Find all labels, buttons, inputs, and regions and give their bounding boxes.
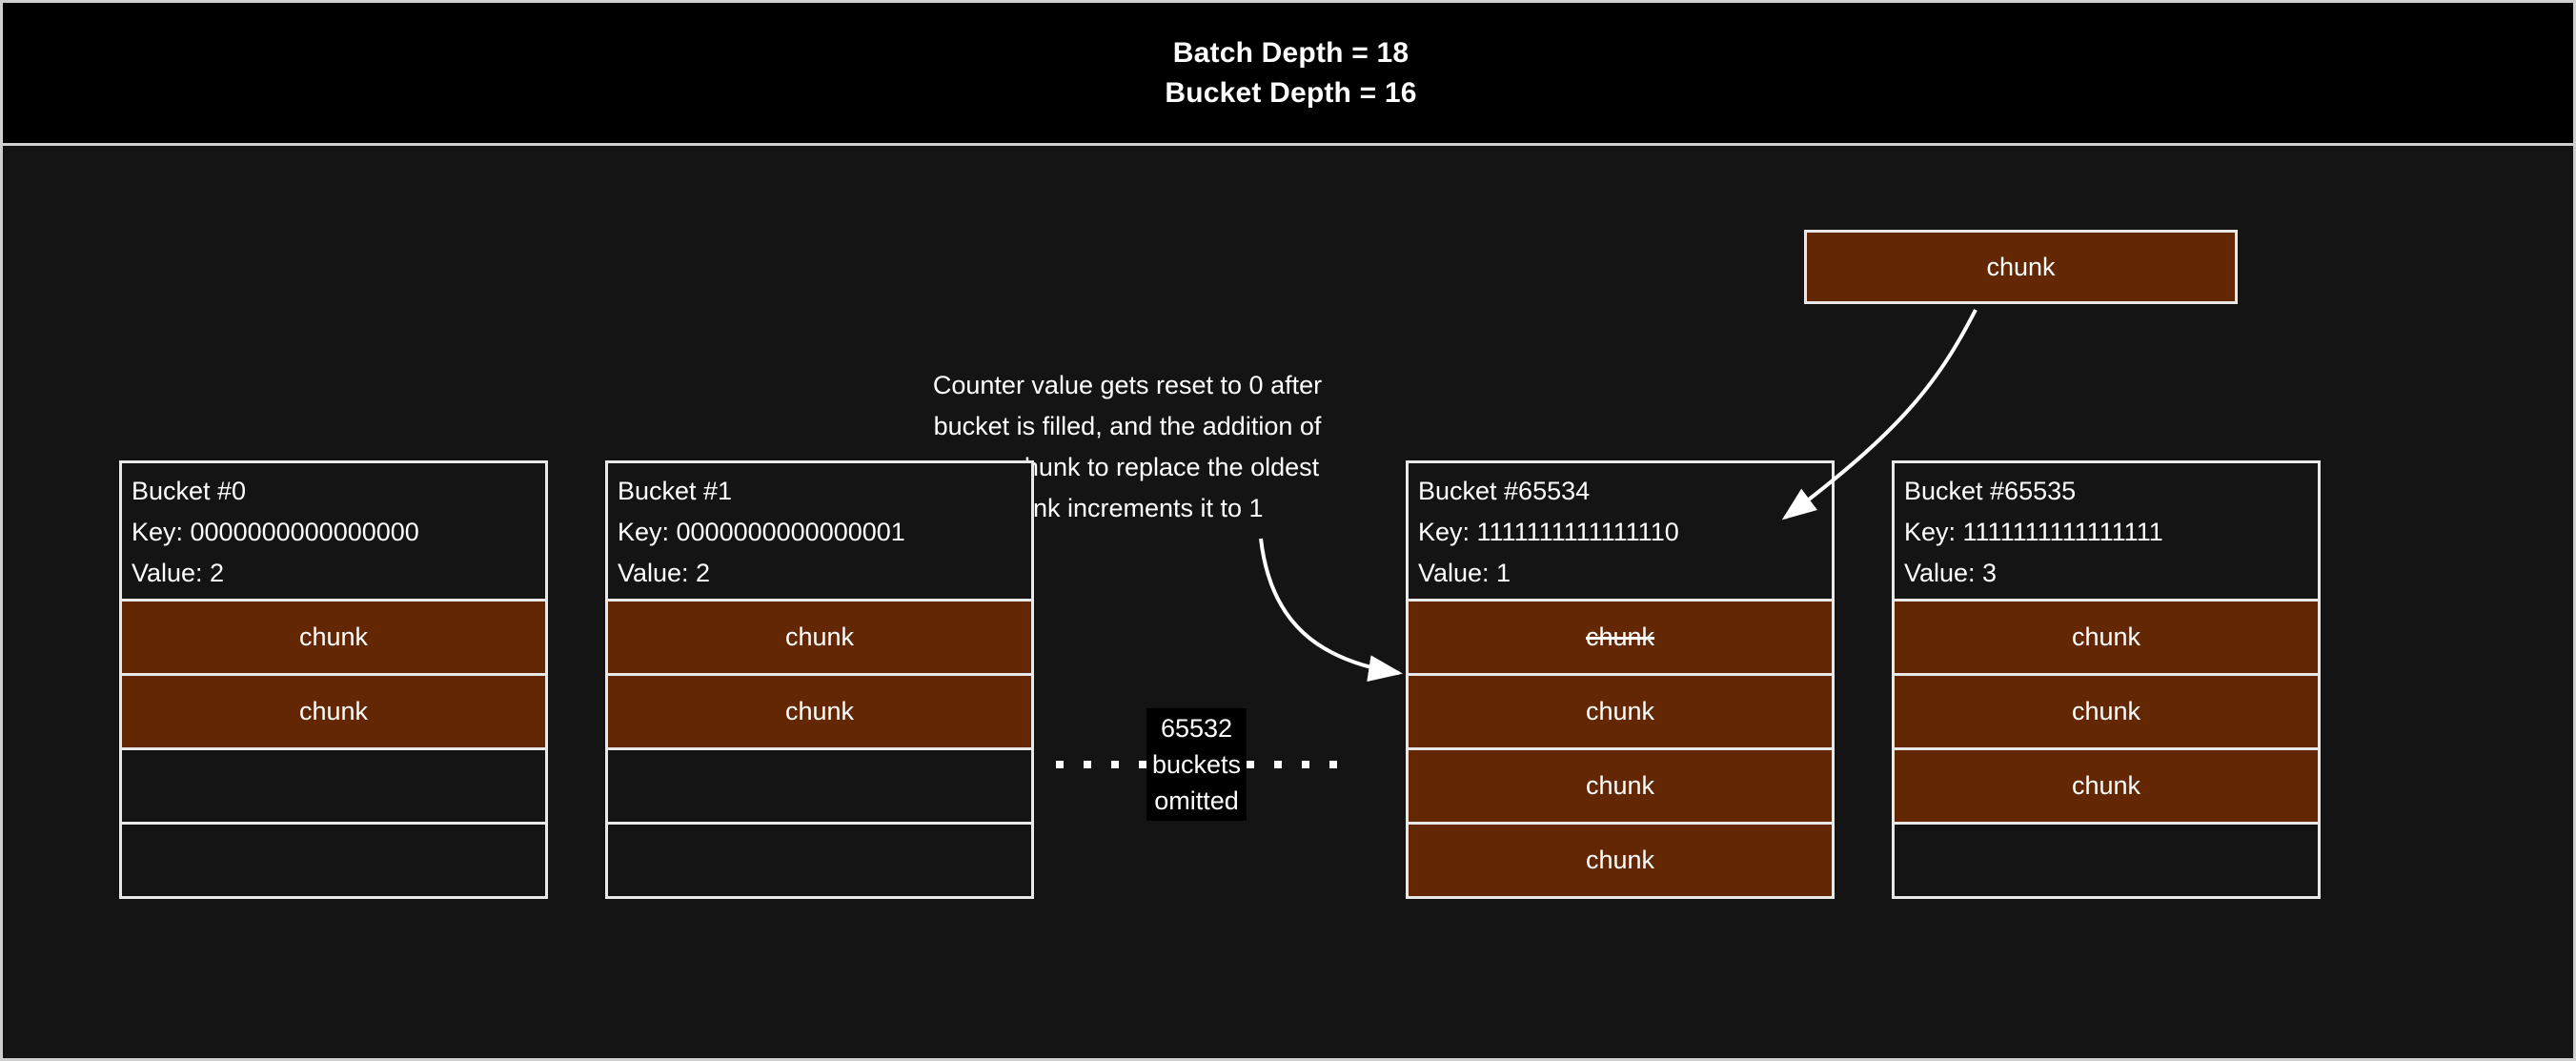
diagram-stage: Counter value gets reset to 0 after buck… bbox=[3, 146, 2573, 1058]
diagram-header: Batch Depth = 18 Bucket Depth = 16 bbox=[3, 3, 2573, 146]
bucket-65535-header: Bucket #65535 Key: 1111111111111111 Valu… bbox=[1892, 460, 2321, 602]
bucket-0-slot-1: chunk bbox=[119, 676, 548, 750]
bucket-0-key: Key: 0000000000000000 bbox=[132, 518, 419, 546]
omitted-dots-left bbox=[1056, 761, 1146, 768]
chunk-label: chunk bbox=[298, 697, 369, 725]
bucket-0: Bucket #0 Key: 0000000000000000 Value: 2… bbox=[119, 460, 548, 899]
bucket-1-slot-1: chunk bbox=[605, 676, 1034, 750]
bucket-1-slot-0: chunk bbox=[605, 602, 1034, 676]
chunk-label-evicted: chunk bbox=[1585, 622, 1655, 651]
chunk-label: chunk bbox=[298, 622, 369, 651]
bucket-1: Bucket #1 Key: 0000000000000001 Value: 2… bbox=[605, 460, 1034, 899]
chunk-label: chunk bbox=[784, 697, 855, 725]
chunk-label: chunk bbox=[1585, 771, 1655, 800]
dot bbox=[1084, 761, 1091, 768]
dot bbox=[1111, 761, 1119, 768]
bucket-65534-slot-2: chunk bbox=[1406, 750, 1835, 825]
chunk-label: chunk bbox=[2071, 771, 2141, 800]
dot bbox=[1302, 761, 1310, 768]
bucket-65535-slot-3 bbox=[1892, 825, 2321, 899]
dot bbox=[1329, 761, 1338, 768]
bucket-0-slot-3 bbox=[119, 825, 548, 899]
bucket-depth-label: Bucket Depth = 16 bbox=[1165, 76, 1417, 109]
incoming-chunk-label: chunk bbox=[1986, 252, 2056, 281]
chunk-label: chunk bbox=[1585, 846, 1655, 874]
omitted-dots-right bbox=[1247, 761, 1338, 768]
chunk-label: chunk bbox=[1585, 697, 1655, 725]
bucket-1-slot-3 bbox=[605, 825, 1034, 899]
bucket-1-value: Value: 2 bbox=[618, 559, 711, 587]
bucket-1-header: Bucket #1 Key: 0000000000000001 Value: 2 bbox=[605, 460, 1034, 602]
bucket-0-slot-0: chunk bbox=[119, 602, 548, 676]
dot bbox=[1056, 761, 1064, 768]
bucket-65534-key: Key: 1111111111111110 bbox=[1418, 518, 1679, 546]
bucket-65534-slot-1: chunk bbox=[1406, 676, 1835, 750]
bucket-65535: Bucket #65535 Key: 1111111111111111 Valu… bbox=[1892, 460, 2321, 899]
bucket-65534-value: Value: 1 bbox=[1418, 559, 1511, 587]
bucket-1-slot-2 bbox=[605, 750, 1034, 825]
bucket-0-slot-2 bbox=[119, 750, 548, 825]
bucket-65535-slot-2: chunk bbox=[1892, 750, 2321, 825]
bucket-65535-slot-0: chunk bbox=[1892, 602, 2321, 676]
batch-depth-label: Batch Depth = 18 bbox=[1172, 36, 1410, 69]
incoming-chunk-box: chunk bbox=[1804, 230, 2238, 304]
dot bbox=[1247, 761, 1255, 768]
dot bbox=[1274, 761, 1283, 768]
chunk-label: chunk bbox=[2071, 697, 2141, 725]
annotation-to-counter-arrow bbox=[1259, 538, 1403, 682]
bucket-65534-slot-0: chunk bbox=[1406, 602, 1835, 676]
dot bbox=[1139, 761, 1146, 768]
bucket-1-key: Key: 0000000000000001 bbox=[618, 518, 905, 546]
chunk-label: chunk bbox=[2071, 622, 2141, 651]
bucket-0-header: Bucket #0 Key: 0000000000000000 Value: 2 bbox=[119, 460, 548, 602]
omitted-buckets-marker: 65532 buckets omitted bbox=[1056, 708, 1338, 821]
bucket-1-title: Bucket #1 bbox=[618, 477, 733, 505]
bucket-65535-title: Bucket #65535 bbox=[1904, 477, 2077, 505]
bucket-0-value: Value: 2 bbox=[132, 559, 225, 587]
bucket-65534-title: Bucket #65534 bbox=[1418, 477, 1591, 505]
bucket-65534: Bucket #65534 Key: 1111111111111110 Valu… bbox=[1406, 460, 1835, 899]
bucket-65534-slot-3: chunk bbox=[1406, 825, 1835, 899]
bucket-65535-key: Key: 1111111111111111 bbox=[1904, 518, 2163, 546]
bucket-65535-slot-1: chunk bbox=[1892, 676, 2321, 750]
bucket-0-title: Bucket #0 bbox=[132, 477, 247, 505]
chunk-label: chunk bbox=[784, 622, 855, 651]
bucket-65534-header: Bucket #65534 Key: 1111111111111110 Valu… bbox=[1406, 460, 1835, 602]
omitted-buckets-label: 65532 buckets omitted bbox=[1146, 708, 1247, 821]
bucket-65535-value: Value: 3 bbox=[1904, 559, 1998, 587]
